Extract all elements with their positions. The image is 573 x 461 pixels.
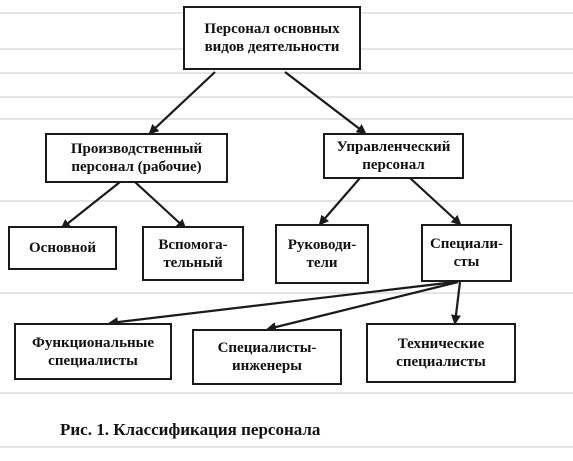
arrow-management-to-specialists [409, 177, 462, 226]
node-specialists-line-2: сты [453, 254, 480, 270]
node-main-line-1: Основной [29, 240, 96, 256]
node-specialists: Специали- сты [421, 224, 512, 282]
background-text-line [0, 200, 573, 202]
node-functional: Функциональные специалисты [14, 323, 172, 380]
background-text-line [0, 96, 573, 98]
node-technical-line-2: специалисты [396, 354, 486, 370]
node-auxiliary: Вспомога- тельный [142, 226, 244, 281]
node-main: Основной [8, 226, 117, 270]
node-engineers-line-2: инженеры [232, 358, 302, 374]
node-production-line-2: персонал (рабочие) [71, 159, 202, 175]
node-root-line-1: Персонал основных [204, 21, 340, 37]
node-management-line-1: Управленческий [336, 139, 451, 155]
node-management: Управленческий персонал [323, 133, 464, 179]
arrow-production-to-auxiliary [134, 181, 187, 230]
node-technical-line-1: Технические [397, 336, 485, 352]
background-text-line [0, 446, 573, 448]
arrow-root-to-production [148, 71, 216, 135]
node-specialists-line-1: Специали- [429, 236, 504, 252]
arrow-specialists-to-technical [451, 281, 462, 325]
node-production: Производственный персонал (рабочие) [45, 133, 228, 183]
node-production-line-1: Производственный [70, 141, 203, 157]
background-text-line [0, 118, 573, 120]
node-engineers-line-1: Специалисты- [217, 340, 317, 356]
node-root-line-2: видов деятельности [204, 39, 340, 55]
background-text-line [0, 292, 573, 294]
arrow-specialists-to-engineers [266, 280, 459, 332]
node-leaders: Руководи- тели [275, 224, 369, 284]
node-auxiliary-line-1: Вспомога- [158, 236, 228, 253]
arrow-management-to-leaders [318, 177, 361, 226]
node-auxiliary-line-2: тельный [163, 254, 223, 271]
node-root: Персонал основных видов деятельности [183, 6, 361, 70]
arrow-root-to-management [284, 71, 367, 135]
node-leaders-line-1: Руководи- [287, 237, 357, 253]
node-leaders-line-2: тели [306, 255, 338, 271]
node-technical: Технические специалисты [366, 323, 516, 383]
node-functional-line-1: Функциональные [31, 334, 155, 351]
node-functional-line-2: специалисты [48, 352, 138, 369]
arrow-production-to-main [60, 181, 121, 230]
figure-caption: Рис. 1. Классификация персонала [60, 420, 321, 439]
background-text-line [0, 392, 573, 394]
arrow-specialists-to-functional [108, 280, 456, 328]
node-engineers: Специалисты- инженеры [192, 329, 342, 385]
node-management-line-2: персонал [362, 157, 425, 173]
